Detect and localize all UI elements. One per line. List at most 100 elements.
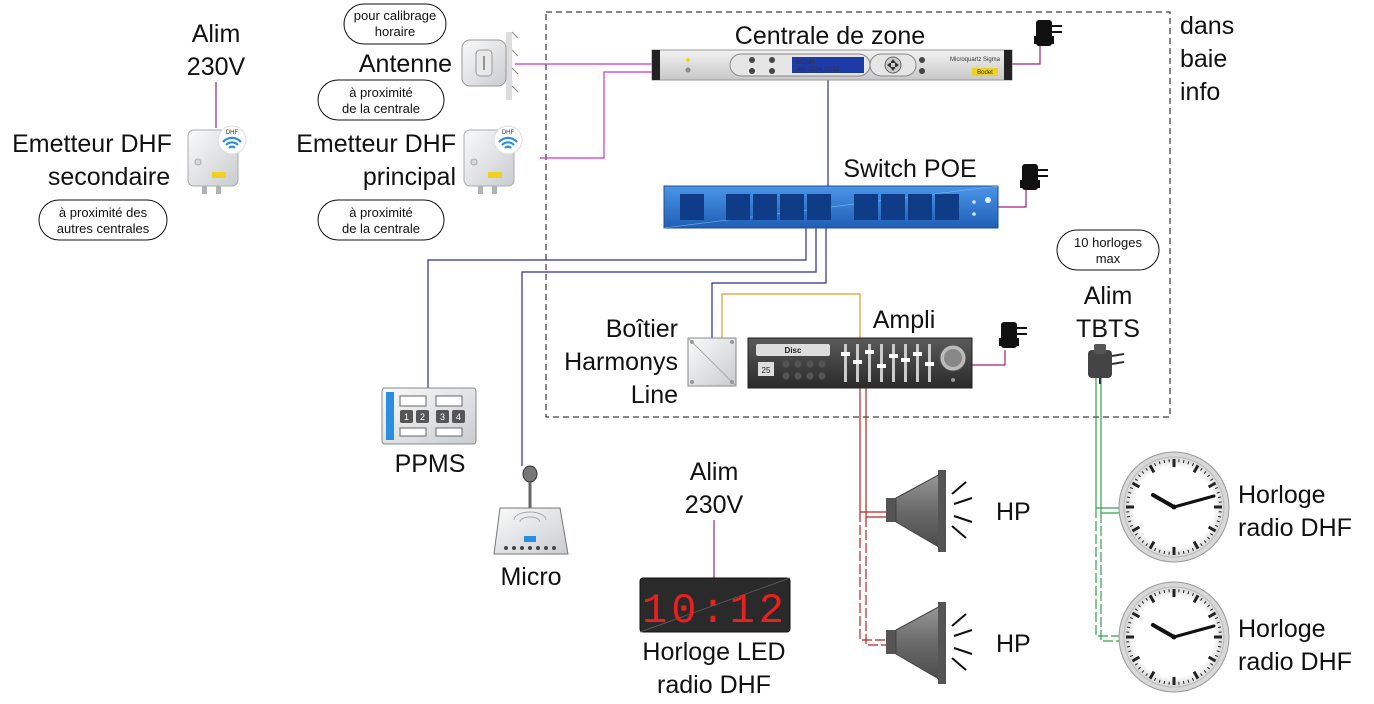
- clock2-power-wire-b: [1100, 513, 1122, 642]
- clock-tick: [1216, 621, 1220, 624]
- power-plug-icon: [1034, 20, 1062, 46]
- svg-text:radio DHF: radio DHF: [1238, 514, 1352, 542]
- antenna-device: [461, 31, 519, 100]
- svg-text:1: 1: [404, 412, 409, 422]
- clock-tick: [1129, 617, 1134, 620]
- emetteur-dhf-principal: DHF: [463, 125, 523, 194]
- clock-tick: [1131, 525, 1141, 533]
- ppms-label: PPMS: [395, 450, 466, 478]
- ppms-key: 3: [436, 410, 449, 423]
- alim-left-label: Alim 230V: [187, 20, 246, 81]
- clock-tick: [1187, 679, 1190, 683]
- clock-tick: [1214, 654, 1219, 657]
- emitter-principal-wire: [540, 71, 652, 159]
- horloge-radio-dhf-1: [1118, 451, 1230, 563]
- svg-text:baie: baie: [1180, 45, 1227, 73]
- svg-text:dans: dans: [1180, 12, 1234, 40]
- clock-tick: [1191, 677, 1194, 682]
- clock-tick: [1210, 478, 1214, 481]
- clock-tick: [1207, 525, 1217, 533]
- loudspeaker-hp2: [886, 602, 973, 684]
- clock-tick: [1134, 478, 1138, 481]
- clock-tick: [1137, 604, 1141, 608]
- clock-tick: [1207, 474, 1211, 478]
- clock-tick: [1207, 481, 1217, 489]
- svg-text:Horloge: Horloge: [1238, 481, 1326, 509]
- antenne-label: Antenne: [359, 50, 452, 78]
- svg-text:radio DHF: radio DHF: [1238, 648, 1352, 676]
- ppms-key: 1: [400, 410, 413, 423]
- clock-tick: [1148, 464, 1156, 474]
- clock2-power-wire: [1095, 508, 1122, 637]
- clock-tick: [1207, 666, 1211, 670]
- clock-tick: [1137, 474, 1141, 478]
- clock-tick: [1187, 591, 1190, 595]
- clock-tick: [1154, 592, 1157, 597]
- clock-tick: [1148, 670, 1156, 680]
- power-plug-icon: [1020, 164, 1048, 190]
- clock-tick: [1214, 524, 1219, 527]
- clock-tick: [1200, 543, 1203, 547]
- emetteur-dhf-secondaire: DHF: [187, 125, 247, 194]
- hp1-audio-wire: [859, 388, 886, 513]
- boitier-harmonys-line: [687, 337, 737, 387]
- clock-tick: [1210, 608, 1214, 611]
- centrale-label: Centrale de zone: [735, 22, 925, 50]
- clock-tick: [1191, 462, 1194, 467]
- clock-tick: [1134, 663, 1138, 666]
- sound-waves-icon: [951, 613, 973, 671]
- clock-tick: [1134, 533, 1138, 536]
- clock-tick: [1137, 666, 1141, 670]
- svg-text:pour calibrage: pour calibrage: [354, 8, 436, 23]
- svg-text:Microquartz Sigma: Microquartz Sigma: [950, 57, 1001, 63]
- alim-tbts-label: Alim TBTS: [1076, 282, 1140, 343]
- note-proximite-centrale-2: à proximité de la centrale: [317, 199, 445, 241]
- clock-tick: [1128, 491, 1132, 494]
- clock-tick: [1216, 520, 1220, 523]
- svg-text:DHF: DHF: [502, 130, 515, 136]
- horloge-led-label: Horloge LED radio DHF: [642, 638, 785, 699]
- hp1-audio-wire-b: [865, 388, 886, 518]
- svg-text:230V: 230V: [187, 53, 246, 81]
- wifi-icon: DHF: [217, 125, 247, 155]
- clock-tick: [1131, 481, 1141, 489]
- svg-text:horaire: horaire: [375, 24, 415, 39]
- clock-tick: [1182, 589, 1185, 594]
- clock-tick: [1192, 540, 1200, 550]
- clock-tick: [1203, 670, 1207, 674]
- clock-tick: [1137, 536, 1141, 540]
- ppms-key: 4: [452, 410, 465, 423]
- alim-tbts-adapter: [1088, 344, 1125, 384]
- ampli-label: Ampli: [873, 306, 936, 334]
- clock-tick: [1192, 464, 1200, 474]
- clock-tick: [1154, 547, 1157, 552]
- clock-tick: [1192, 670, 1200, 680]
- svg-text:DHF: DHF: [226, 130, 239, 136]
- clock-tick: [1182, 550, 1185, 555]
- clock-tick: [1158, 679, 1161, 683]
- clock-tick: [1129, 524, 1134, 527]
- clock-tick: [1217, 645, 1222, 648]
- clock-tick: [1158, 461, 1161, 465]
- svg-text:25: 25: [762, 366, 771, 375]
- clock-tick: [1145, 597, 1148, 601]
- clock-tick: [1200, 597, 1203, 601]
- clock-tick: [1203, 470, 1207, 474]
- note-horloges-max: 10 horloges max: [1056, 229, 1160, 271]
- clock-tick: [1141, 470, 1145, 474]
- hp2-audio-wire-b: [865, 517, 886, 646]
- clock-tick: [1216, 491, 1220, 494]
- horloge1-label: Horloge radio DHF: [1238, 481, 1352, 542]
- svg-text:à proximité des: à proximité des: [59, 205, 148, 220]
- power-plug-icon: [999, 322, 1027, 348]
- clock1-power-wire-b: [1100, 378, 1122, 514]
- svg-text:Disc: Disc: [785, 346, 802, 355]
- clock-tick: [1141, 670, 1145, 674]
- clock-tick: [1200, 467, 1203, 471]
- micro-label: Micro: [500, 563, 561, 591]
- horloge-led-device: 10:12: [639, 577, 791, 635]
- svg-text:de la centrale: de la centrale: [342, 101, 420, 116]
- svg-text:de la centrale: de la centrale: [342, 221, 420, 236]
- connection-wires: [215, 42, 1122, 646]
- clock-tick: [1200, 673, 1203, 677]
